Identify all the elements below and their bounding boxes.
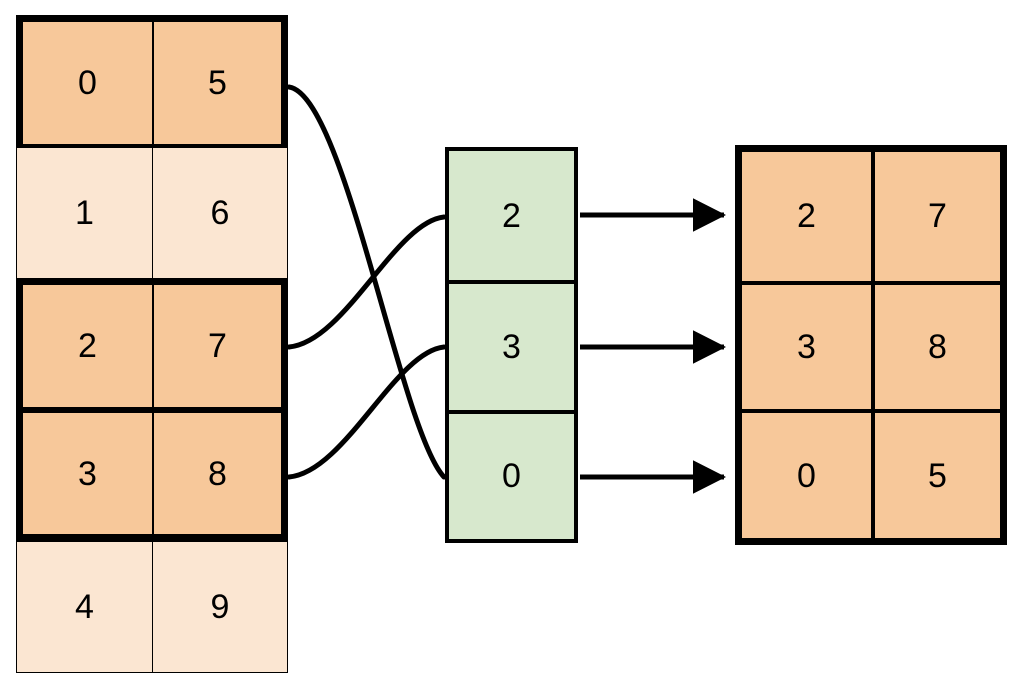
source-cell-value: 2 (78, 326, 97, 365)
result-cell-value: 5 (928, 456, 947, 495)
result-cell-value: 3 (797, 327, 816, 366)
source-row-0[interactable]: 0 5 (16, 15, 288, 147)
source-row-2[interactable]: 2 7 (16, 278, 288, 410)
source-cell-0-1: 5 (152, 22, 281, 144)
result-cell-1-0: 3 (742, 284, 871, 410)
source-cell-value: 3 (78, 454, 97, 493)
index-slot-value: 2 (502, 196, 521, 235)
source-cell-value: 6 (210, 193, 230, 232)
source-row-1[interactable]: 1 6 (16, 146, 288, 279)
source-cell-value: 5 (208, 63, 227, 102)
result-cell-2-1: 5 (871, 413, 1000, 538)
result-cell-value: 7 (928, 197, 947, 236)
index-slot-1[interactable]: 3 (449, 280, 574, 410)
source-cell-4-0: 4 (17, 542, 152, 672)
index-slot-0[interactable]: 2 (449, 151, 574, 281)
index-slot-2[interactable]: 0 (449, 409, 574, 539)
curve-row0-to-slot2 (286, 84, 447, 480)
source-cell-2-1: 7 (152, 285, 281, 407)
source-row-3[interactable]: 3 8 (16, 409, 288, 542)
result-row-0[interactable]: 2 7 (742, 152, 1000, 281)
source-cell-0-0: 0 (23, 22, 152, 144)
source-table: 0 5 1 6 2 7 3 (16, 15, 288, 673)
result-cell-value: 2 (797, 197, 816, 236)
result-cell-2-0: 0 (742, 413, 871, 538)
curve-row2-to-slot0 (286, 214, 447, 350)
source-cell-value: 1 (75, 193, 94, 232)
index-slot-value: 0 (502, 457, 521, 496)
result-cell-value: 8 (928, 327, 947, 366)
result-table: 2 7 3 8 0 5 (735, 145, 1007, 545)
source-cell-value: 7 (208, 326, 227, 365)
result-arrows (580, 198, 727, 494)
mapping-curves (286, 84, 447, 480)
index-slot-value: 3 (502, 327, 521, 366)
source-row-4[interactable]: 4 9 (16, 541, 288, 673)
source-cell-value: 4 (75, 588, 94, 627)
source-cell-4-1: 9 (152, 542, 287, 672)
result-row-2[interactable]: 0 5 (742, 409, 1000, 538)
index-vector: 2 3 0 (445, 147, 578, 543)
result-row-1[interactable]: 3 8 (742, 280, 1000, 410)
source-cell-value: 8 (208, 454, 227, 493)
result-cell-0-1: 7 (871, 152, 1000, 281)
source-cell-1-0: 1 (17, 147, 152, 279)
source-cell-value: 0 (78, 63, 97, 102)
source-cell-2-0: 2 (23, 285, 152, 407)
result-cell-0-0: 2 (742, 152, 871, 281)
result-cell-1-1: 8 (871, 284, 1000, 410)
source-cell-3-0: 3 (23, 412, 152, 535)
source-cell-1-1: 6 (152, 147, 287, 279)
result-cell-value: 0 (797, 456, 816, 495)
source-cell-3-1: 8 (152, 412, 281, 535)
curve-row3-to-slot1 (286, 344, 447, 480)
source-cell-value: 9 (210, 588, 230, 627)
